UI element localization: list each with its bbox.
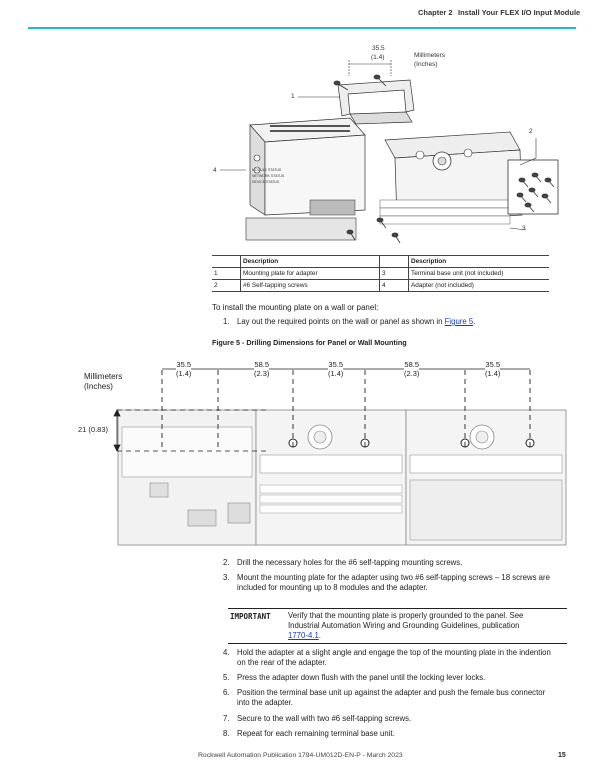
drilling-dimensions-figure (110, 355, 570, 555)
step-2: 2.Drill the necessary holes for the #6 s… (223, 558, 463, 567)
step-6: 6. Position the terminal base unit up ag… (223, 688, 546, 707)
dim-3: 35.5(1.4) (328, 360, 344, 378)
chapter-label: Chapter 2 (418, 8, 453, 17)
publication-link[interactable]: 1770-4.1 (288, 631, 319, 640)
dim-1: 35.5(1.4) (176, 360, 192, 378)
step-5: 5.Press the adapter down flush with the … (223, 673, 486, 682)
dim-4: 58.5(2.3) (404, 360, 420, 378)
figure5-link[interactable]: Figure 5 (444, 317, 474, 326)
important-label: IMPORTANT (230, 612, 271, 621)
adapter-mounting-figure (210, 40, 570, 255)
dim-2: 58.5(2.3) (254, 360, 270, 378)
callout-3: 3 (522, 225, 526, 232)
adapter-status-labels: MODULE STATUS NETWORK STATUS DEVICE STAT… (252, 168, 285, 184)
figure5-units: Millimeters(Inches) (84, 372, 123, 391)
step-7: 7.Secure to the wall with two #6 self-ta… (223, 714, 412, 723)
table-header-row: Description Description (212, 255, 549, 268)
chapter-title: Install Your FLEX I/O Input Module (458, 8, 581, 17)
parts-table: Description Description 1 Mounting plate… (212, 255, 549, 292)
callout-1: 1 (291, 93, 295, 100)
intro-text: To install the mounting plate on a wall … (212, 303, 379, 312)
top-units-line2: (Inches) (414, 61, 438, 68)
footer-publication: Rockwell Automation Publication 1794-UM0… (198, 752, 403, 759)
top-units-line1: Millimeters (414, 52, 446, 59)
top-dim-unit: (1.4) (371, 54, 385, 61)
callout-2: 2 (529, 128, 533, 135)
figure5-caption: Figure 5 - Drilling Dimensions for Panel… (212, 338, 407, 347)
step-4: 4. Hold the adapter at a slight angle an… (223, 648, 551, 667)
step-8: 8.Repeat for each remaining terminal bas… (223, 729, 395, 738)
dim-5: 35.5(1.4) (485, 360, 501, 378)
callout-4: 4 (213, 167, 217, 174)
top-dim-value: 35.5 (372, 45, 385, 52)
important-note: IMPORTANT Verify that the mounting plate… (228, 608, 567, 644)
header-rule (28, 27, 576, 29)
table-row: 1 Mounting plate for adapter 3 Terminal … (212, 267, 549, 280)
page-number: 15 (558, 752, 566, 759)
vertical-dim: 21 (0.83) (78, 425, 109, 434)
table-row: 2 #6 Self-tapping screws 4 Adapter (not … (212, 279, 549, 292)
step-3: 3. Mount the mounting plate for the adap… (223, 573, 550, 592)
